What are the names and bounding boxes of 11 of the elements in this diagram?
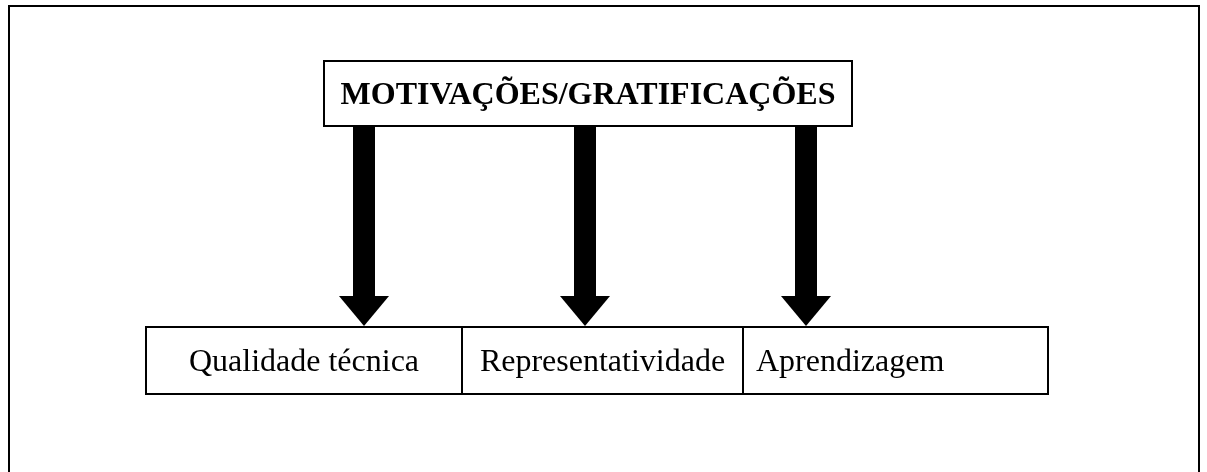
heading-text: MOTIVAÇÕES/GRATIFICAÇÕES — [340, 75, 836, 112]
heading-box — [323, 60, 853, 127]
cell-text: Representatividade — [479, 342, 726, 379]
category-cell — [742, 326, 1049, 395]
block-arrow — [339, 127, 389, 326]
cell-text: Aprendizagem — [756, 342, 945, 379]
category-cell — [461, 326, 744, 395]
cell-text: Qualidade técnica — [188, 342, 420, 379]
block-arrow — [781, 127, 831, 326]
category-cell — [145, 326, 463, 395]
block-arrow — [560, 127, 610, 326]
